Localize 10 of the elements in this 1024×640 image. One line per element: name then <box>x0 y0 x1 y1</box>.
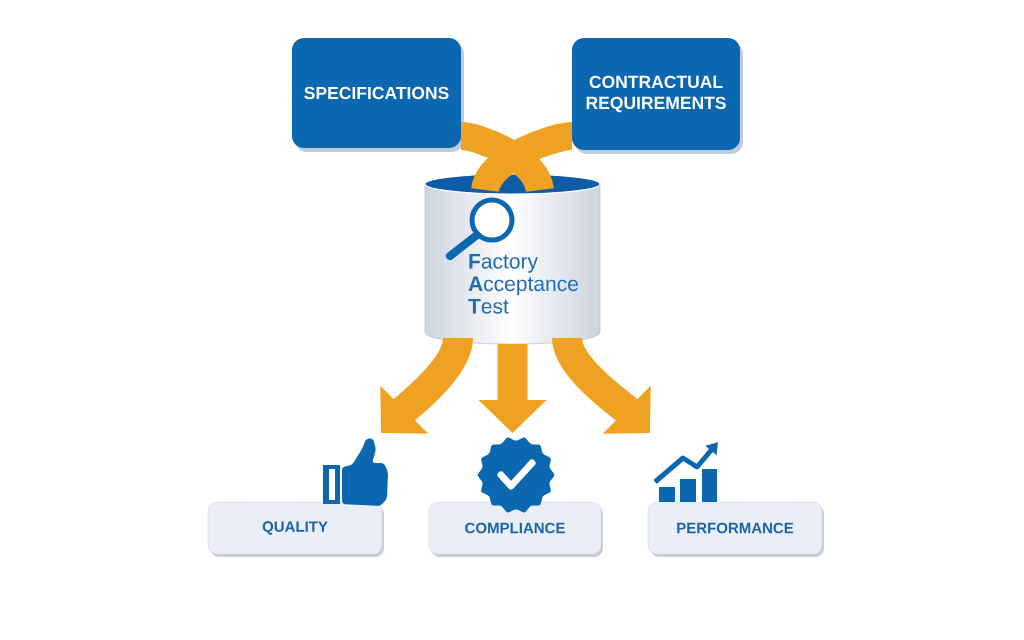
cylinder: Factory Acceptance Test <box>424 173 601 345</box>
rounded-box: QUALITY <box>207 501 384 557</box>
arrow <box>552 335 651 434</box>
arrow <box>380 336 473 434</box>
rounded-box: COMPLIANCE <box>428 501 603 557</box>
flow-band <box>471 122 574 194</box>
flow-band <box>459 122 554 194</box>
rounded-box: CONTRACTUAL REQUIREMENTS <box>572 38 743 154</box>
rounded-box: PERFORMANCE <box>647 501 824 557</box>
rounded-box: SPECIFICATIONS <box>292 38 464 152</box>
